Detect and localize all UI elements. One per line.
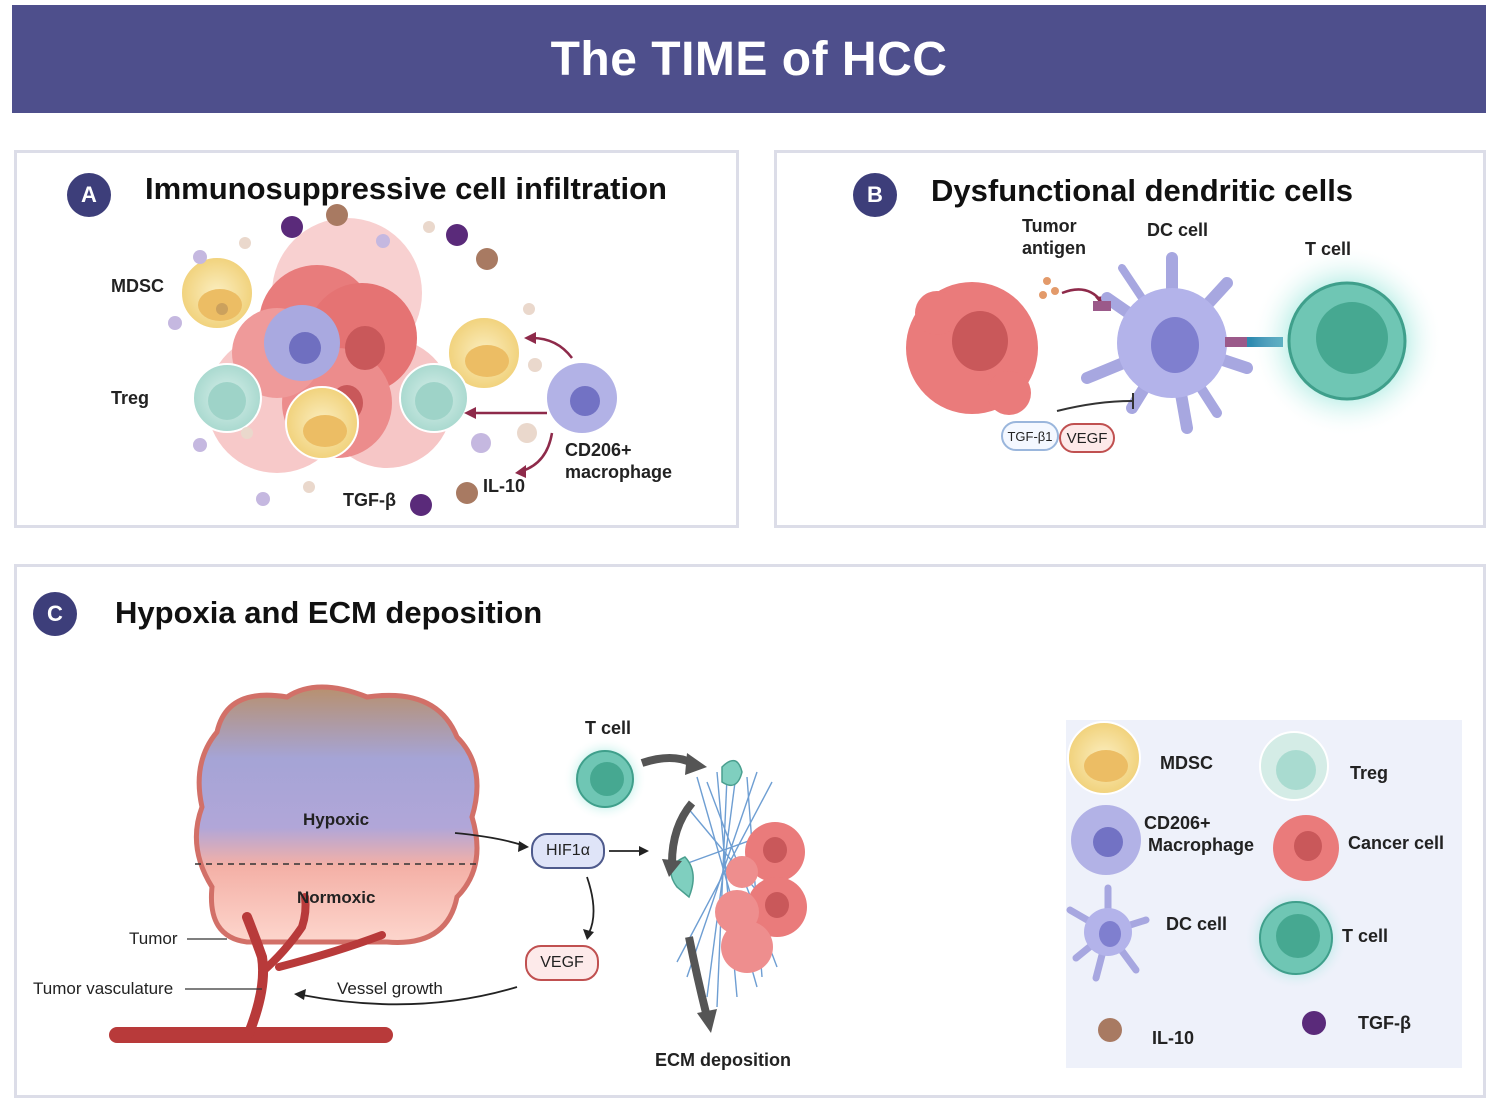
- inhibition-arrow: [1056, 400, 1133, 412]
- pill-tgfb1: TGF-β1: [1001, 421, 1059, 451]
- legend-icons: [1066, 721, 1348, 1042]
- tgfb-particles: [281, 216, 468, 516]
- legend-il10-icon: [1098, 1018, 1122, 1042]
- legend-cancer-cell-icon: [1273, 815, 1339, 881]
- label-vessel-growth: Vessel growth: [337, 979, 443, 998]
- label-tumor-vasculature: Tumor vasculature: [33, 979, 174, 998]
- panel-b-badge: B: [853, 173, 897, 217]
- label-macrophage-2: macrophage: [565, 462, 673, 482]
- panel-b-title: Dysfunctional dendritic cells: [931, 173, 1354, 208]
- pill-hif1a: HIF1α: [531, 833, 605, 869]
- legend-label-il10: IL-10: [1152, 1028, 1195, 1048]
- label-t-cell: T cell: [1305, 239, 1352, 259]
- treg-cell: [192, 363, 262, 433]
- legend-label-macrophage-2: Macrophage: [1148, 835, 1255, 855]
- legend-label-mdsc: MDSC: [1160, 753, 1213, 773]
- panel-a-illustration: [168, 204, 617, 516]
- legend-macrophage-icon: [1071, 805, 1141, 875]
- legend-t-cell-icon: [1259, 901, 1333, 975]
- panel-c-badge: C: [33, 592, 77, 636]
- cd206-macrophage: [547, 363, 617, 433]
- panel-a: A Immunosuppressive cell infiltration: [14, 150, 739, 528]
- mdsc-cell: [447, 316, 521, 390]
- page-title: The TIME of HCC: [550, 32, 948, 86]
- panel-a-badge: A: [67, 173, 111, 217]
- treg-cell: [399, 363, 469, 433]
- panel-c-illustration: [109, 684, 807, 1043]
- legend-dc-cell-icon: [1066, 884, 1150, 982]
- pill-vegf: VEGF: [1059, 423, 1115, 453]
- il10-particles: [326, 204, 498, 504]
- label-mdsc: MDSC: [111, 276, 164, 296]
- label-ecm-deposition: ECM deposition: [655, 1050, 791, 1070]
- label-tgfb: TGF-β: [343, 490, 396, 510]
- label-tumor-antigen-1: Tumor: [1022, 216, 1077, 236]
- legend-mdsc-icon: [1067, 721, 1141, 795]
- ecm-region: [670, 759, 807, 1008]
- tumor-cell: [906, 282, 1038, 415]
- tumor-mass: [193, 684, 480, 945]
- mdsc-cell: [285, 386, 359, 460]
- label-tumor: Tumor: [129, 929, 178, 948]
- label-treg: Treg: [111, 388, 150, 408]
- legend-label-cancer-cell: Cancer cell: [1348, 833, 1445, 853]
- panel-b: B Dysfunctional dendritic cells: [774, 150, 1486, 528]
- label-il10: IL-10: [483, 476, 526, 496]
- legend-label-tgfb: TGF-β: [1358, 1013, 1411, 1033]
- label-normoxic: Normoxic: [297, 888, 376, 907]
- t-cell: [1287, 281, 1407, 401]
- label-dc-cell: DC cell: [1147, 220, 1209, 240]
- small-particles: [168, 221, 542, 506]
- legend-label-treg: Treg: [1350, 763, 1389, 783]
- label-hypoxic: Hypoxic: [303, 810, 370, 829]
- receptor: [1093, 301, 1111, 311]
- mdsc-cell: [180, 256, 254, 330]
- header-banner: The TIME of HCC: [12, 5, 1486, 113]
- receptor: [1225, 337, 1247, 347]
- legend: MDSC Treg CD206+ Macrophage Cancer cell …: [1066, 720, 1462, 1068]
- legend-label-macrophage-1: CD206+: [1144, 813, 1211, 833]
- label-tumor-antigen-2: antigen: [1022, 238, 1087, 258]
- tumor-antigen-particles: [1039, 277, 1059, 299]
- tumor-vasculature: [109, 893, 393, 1043]
- panel-c-title: Hypoxia and ECM deposition: [115, 595, 543, 630]
- legend-label-dc-cell: DC cell: [1166, 914, 1228, 934]
- panel-c: C Hypoxia and ECM deposition: [14, 564, 1486, 1098]
- pill-vegf-c: VEGF: [525, 945, 599, 981]
- label-macrophage-1: CD206+: [565, 440, 632, 460]
- label-t-cell-c: T cell: [585, 718, 632, 738]
- macrophage-in-cluster: [264, 305, 340, 381]
- t-cell: [576, 750, 634, 808]
- legend-treg-icon: [1259, 731, 1329, 801]
- legend-tgfb-icon: [1302, 1011, 1326, 1035]
- panel-a-title: Immunosuppressive cell infiltration: [145, 171, 667, 206]
- panel-b-illustration: [906, 245, 1443, 437]
- legend-label-t-cell: T cell: [1342, 926, 1389, 946]
